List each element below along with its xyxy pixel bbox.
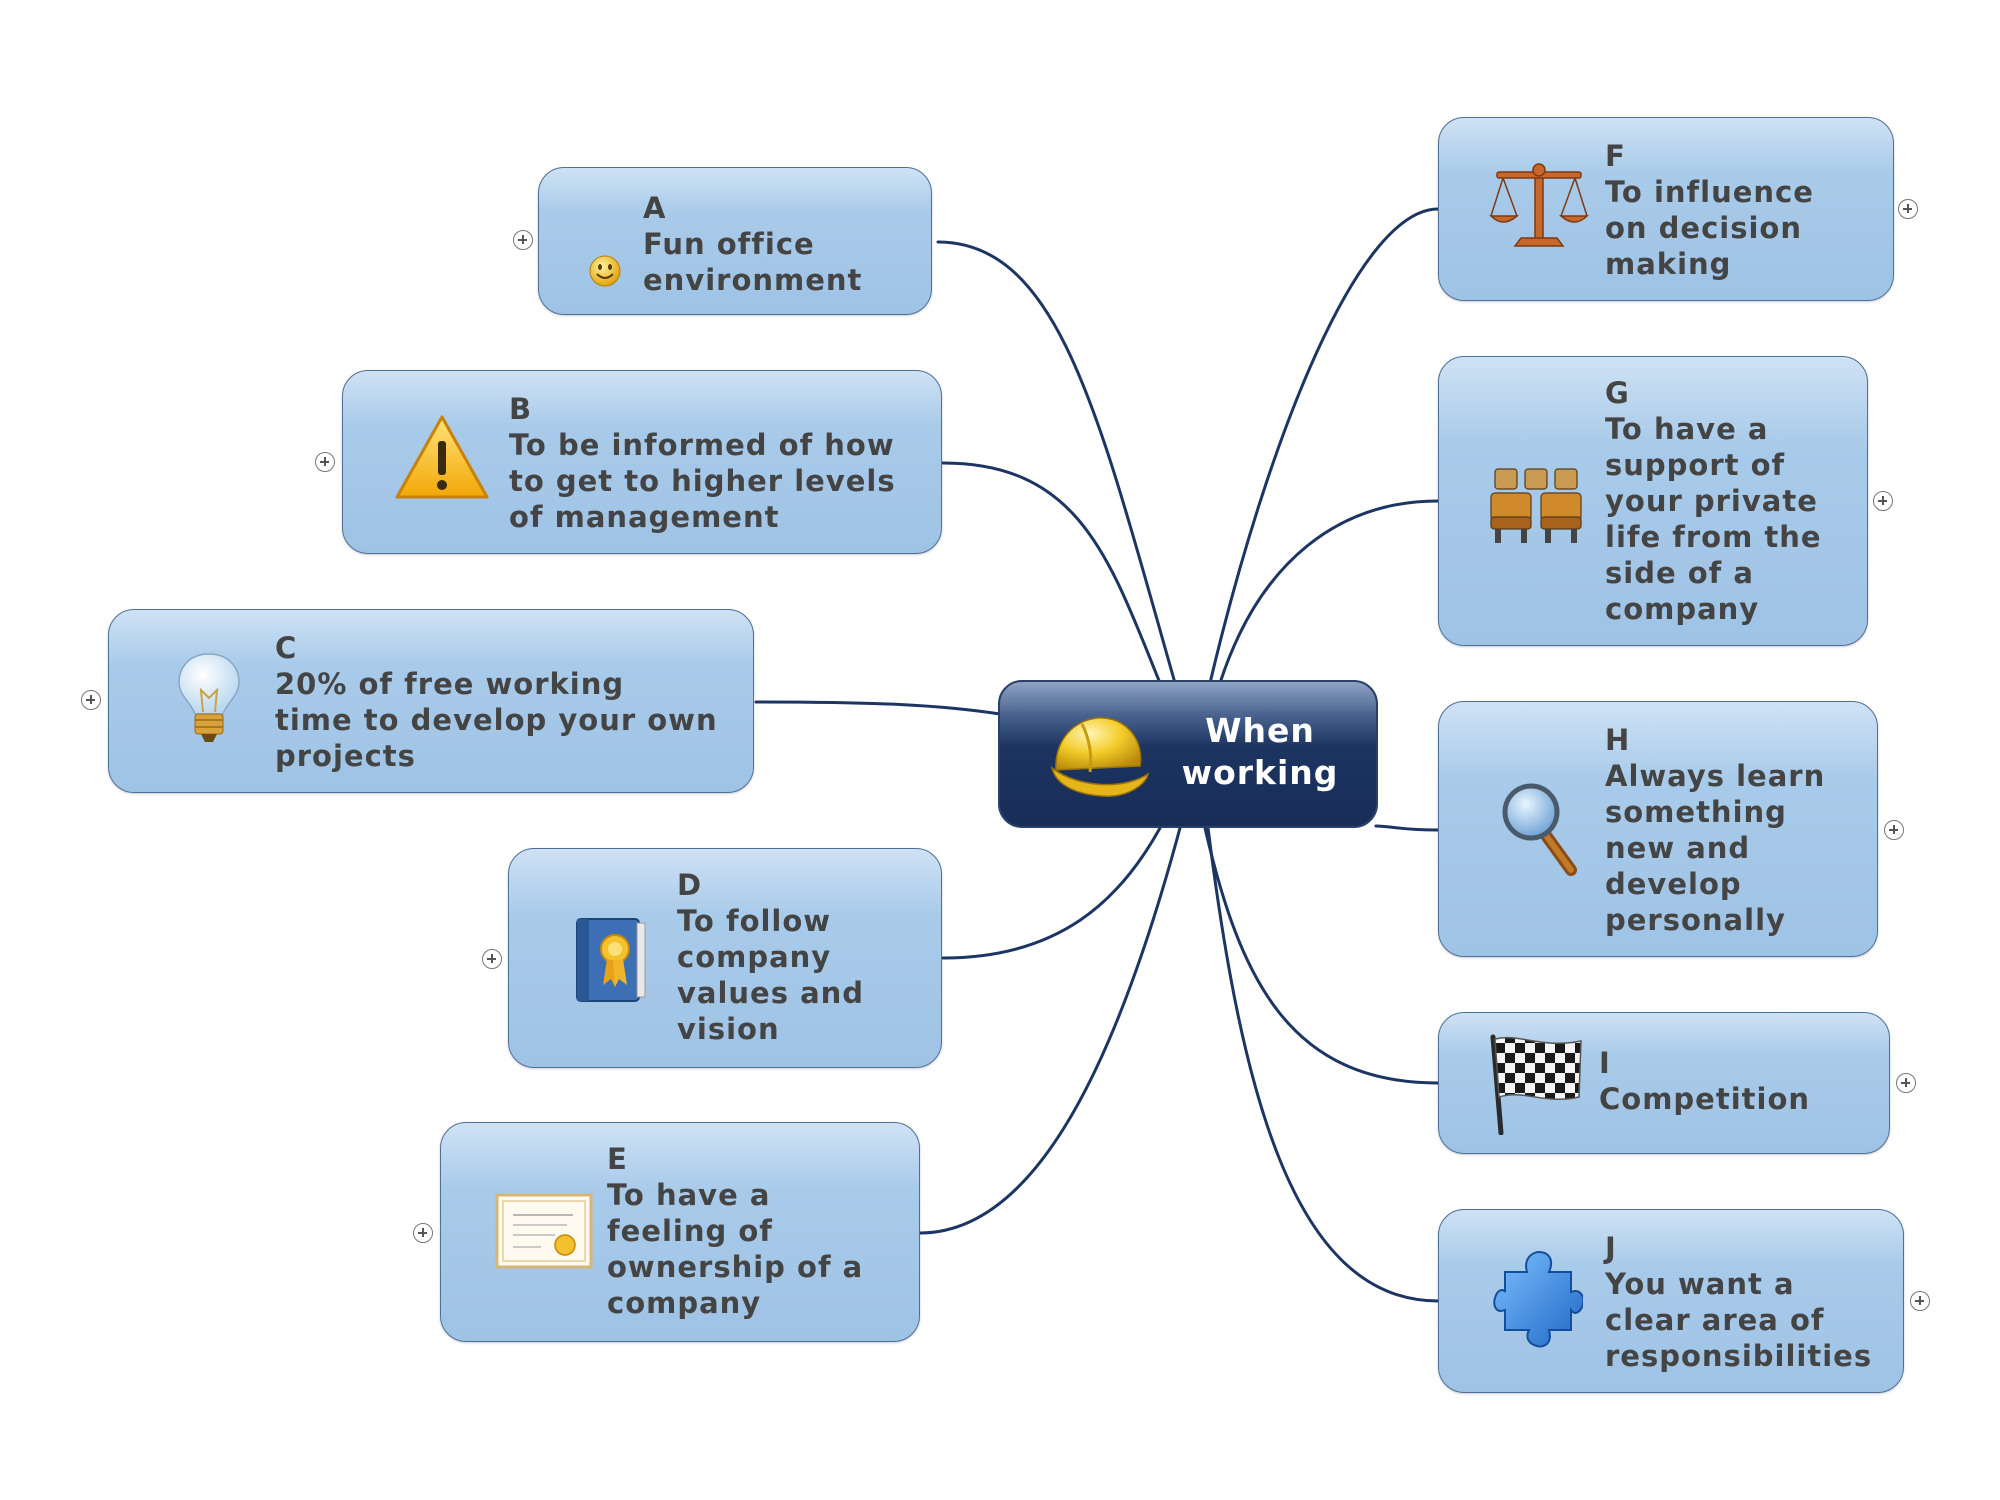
expand-toggle-e[interactable] — [413, 1223, 433, 1243]
topic-b[interactable]: B To be informed of how to get to higher… — [342, 370, 942, 554]
topic-g-line-1: To have a — [1605, 412, 1769, 446]
topic-f-letter: F — [1605, 139, 1626, 173]
connector-a — [936, 240, 1177, 685]
topic-i-line-1: Competition — [1599, 1082, 1811, 1116]
connector-j — [1206, 826, 1440, 1303]
book-award-icon — [576, 918, 646, 1002]
puzzle-icon — [1493, 1250, 1583, 1348]
connector-g — [1218, 499, 1440, 685]
topic-g-letter: G — [1605, 376, 1630, 410]
topic-h-line-5: personally — [1605, 903, 1786, 937]
expand-toggle-c[interactable] — [81, 690, 101, 710]
topic-b-line-2: to get to higher levels — [509, 464, 896, 498]
topic-h[interactable]: H Always learn something new and develop… — [1438, 701, 1878, 957]
warning-icon — [395, 415, 489, 499]
topic-j-line-3: responsibilities — [1605, 1339, 1873, 1373]
central-topic-line-2: working — [1181, 753, 1339, 792]
topic-g-line-3: your private — [1605, 484, 1818, 518]
topic-g-line-6: company — [1605, 592, 1760, 626]
connector-e — [918, 826, 1182, 1235]
topic-e[interactable]: E To have a feeling of ownership of a co… — [440, 1122, 920, 1342]
topic-c-letter: C — [275, 631, 298, 665]
light-bulb-icon — [178, 653, 240, 742]
topic-e-line-3: ownership of a — [607, 1250, 864, 1284]
connector-c — [754, 700, 1002, 716]
connector-d — [941, 826, 1162, 960]
topic-f[interactable]: F To influence on decision making — [1438, 117, 1894, 301]
topic-e-line-4: company — [607, 1286, 762, 1320]
topic-c-line-1: 20% of free working — [275, 667, 625, 701]
topic-d[interactable]: D To follow company values and vision — [508, 848, 942, 1068]
expand-toggle-g[interactable] — [1873, 491, 1893, 511]
topic-h-letter: H — [1605, 723, 1631, 757]
certificate-icon — [495, 1193, 593, 1269]
topic-h-line-1: Always learn — [1605, 759, 1826, 793]
topic-e-line-1: To have a — [607, 1178, 771, 1212]
topic-i[interactable]: I Competition — [1438, 1012, 1890, 1154]
topic-d-line-4: vision — [677, 1012, 780, 1046]
connector-b — [941, 461, 1162, 685]
topic-h-line-3: new and — [1605, 831, 1751, 865]
topic-c-line-3: projects — [275, 739, 416, 773]
topic-j[interactable]: J You want a clear area of responsibilit… — [1438, 1209, 1904, 1393]
topic-d-line-2: company — [677, 940, 832, 974]
connector-i — [1203, 826, 1440, 1085]
connector-f — [1208, 207, 1440, 685]
topic-e-line-2: feeling of — [607, 1214, 773, 1248]
topic-b-line-3: of management — [509, 500, 780, 534]
magnifier-icon — [1502, 783, 1577, 876]
topic-g-line-5: side of a — [1605, 556, 1754, 590]
topic-f-line-2: on decision — [1605, 211, 1802, 245]
expand-toggle-i[interactable] — [1896, 1073, 1916, 1093]
topic-c-line-2: time to develop your own — [275, 703, 718, 737]
central-topic-line-1: When — [1205, 711, 1315, 750]
connector-h — [1374, 824, 1440, 832]
topic-f-line-1: To influence — [1605, 175, 1814, 209]
topic-h-line-2: something — [1605, 795, 1787, 829]
topic-a-line-1: Fun office — [643, 227, 815, 261]
topic-b-letter: B — [509, 392, 533, 426]
expand-toggle-f[interactable] — [1898, 199, 1918, 219]
topic-b-line-1: To be informed of how — [509, 428, 895, 462]
topic-f-line-3: making — [1605, 247, 1732, 281]
smiley-icon — [589, 255, 621, 287]
expand-toggle-a[interactable] — [513, 230, 533, 250]
topic-j-line-1: You want a — [1605, 1267, 1795, 1301]
topic-a-letter: A — [643, 191, 667, 225]
central-topic[interactable]: When working — [998, 680, 1378, 828]
topic-d-line-3: values and — [677, 976, 865, 1010]
topic-d-line-1: To follow — [677, 904, 832, 938]
topic-h-line-4: develop — [1605, 867, 1742, 901]
expand-toggle-h[interactable] — [1884, 820, 1904, 840]
topic-a[interactable]: A Fun office environment — [538, 167, 932, 315]
hard-hat-icon — [1050, 717, 1150, 797]
topic-e-letter: E — [607, 1142, 628, 1176]
expand-toggle-b[interactable] — [315, 452, 335, 472]
topic-g-line-2: support of — [1605, 448, 1786, 482]
topic-j-letter: J — [1605, 1231, 1617, 1265]
expand-toggle-d[interactable] — [482, 949, 502, 969]
topic-g-line-4: life from the — [1605, 520, 1822, 554]
topic-d-letter: D — [677, 868, 703, 902]
topic-a-line-2: environment — [643, 263, 863, 297]
checkered-flag-icon — [1490, 1034, 1582, 1135]
scales-icon — [1489, 163, 1589, 247]
topic-j-line-2: clear area of — [1605, 1303, 1825, 1337]
expand-toggle-j[interactable] — [1910, 1291, 1930, 1311]
topic-i-letter: I — [1599, 1046, 1611, 1080]
topic-c[interactable]: C 20% of free working time to develop yo… — [108, 609, 754, 793]
seats-icon — [1490, 468, 1582, 543]
topic-g[interactable]: G To have a support of your private life… — [1438, 356, 1868, 646]
